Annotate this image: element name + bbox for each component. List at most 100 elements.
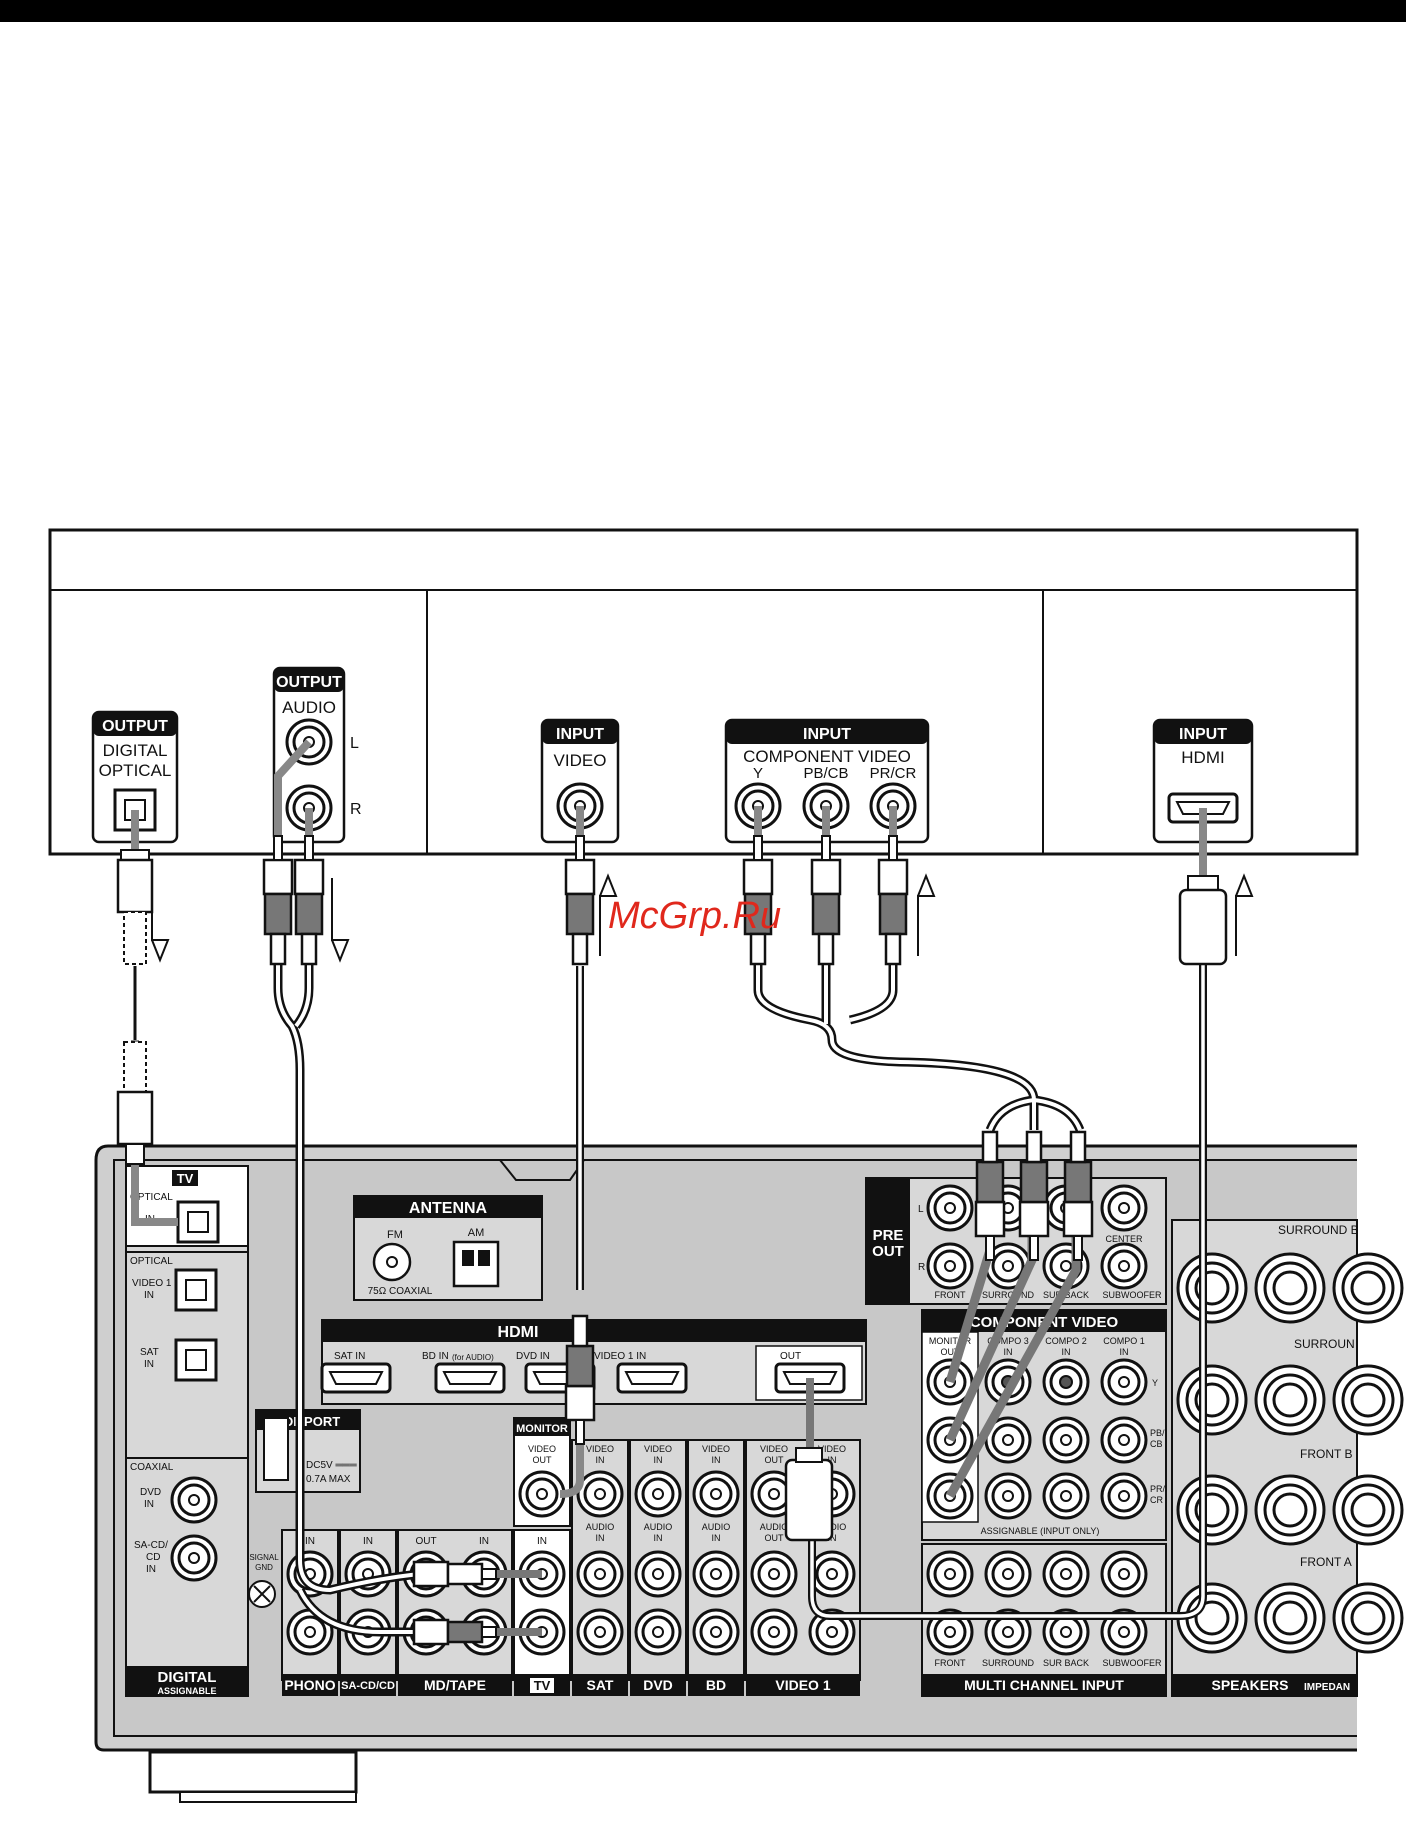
receiver-hdmi-sat-port-icon (320, 1362, 392, 1394)
svg-text:COMPO 1: COMPO 1 (1103, 1336, 1145, 1346)
receiver-mdtape-label: MD/TAPE (424, 1677, 486, 1693)
svg-text:Y: Y (1152, 1378, 1158, 1388)
receiver-tv-optical-label: OPTICAL (130, 1192, 173, 1203)
receiver-bd-label: BD (706, 1677, 726, 1693)
svg-text:SAT: SAT (140, 1347, 159, 1358)
svg-text:AUDIO: AUDIO (702, 1522, 731, 1532)
svg-text:IN: IN (1062, 1347, 1071, 1357)
svg-text:GND: GND (255, 1563, 273, 1572)
svg-text:IN: IN (596, 1455, 605, 1465)
tv-audio-output: OUTPUT AUDIO L R (272, 666, 362, 844)
speakers-surround-b-label: SURROUND B (1278, 1223, 1359, 1237)
receiver-sat-optical-port-icon (174, 1338, 218, 1382)
receiver-dmport-label: DMPORT (284, 1414, 340, 1429)
receiver-hdmi-bd-port-icon (434, 1362, 506, 1394)
svg-text:VIDEO: VIDEO (528, 1444, 556, 1454)
receiver-dvd-coax-jack-icon (170, 1476, 218, 1524)
hdmi-input-label: HDMI (1181, 748, 1224, 767)
video-input: INPUT VIDEO (540, 718, 620, 844)
component-pr-label: PR/CR (870, 765, 917, 782)
receiver-tv-optical-port-icon (176, 1200, 220, 1244)
svg-text:IN: IN (654, 1533, 663, 1543)
receiver-monitor-label: MONITOR (516, 1423, 568, 1435)
hdmi-plug-bottom-icon (784, 1447, 834, 1542)
component-input-label: COMPONENT VIDEO (743, 747, 911, 766)
svg-text:R: R (918, 1262, 925, 1273)
receiver-dc-label: DC5V ═══ (306, 1460, 358, 1471)
svg-text:L: L (918, 1204, 924, 1215)
svg-text:OUT: OUT (941, 1347, 961, 1357)
svg-text:SUR BACK: SUR BACK (1043, 1658, 1089, 1668)
receiver-sacd-coax-jack-icon (170, 1534, 218, 1582)
receiver-tv-box-label: TV (177, 1171, 194, 1186)
svg-text:IN: IN (712, 1533, 721, 1543)
svg-text:OUT: OUT (415, 1536, 436, 1547)
receiver-dvd-label: DVD (643, 1677, 673, 1693)
svg-text:VIDEO: VIDEO (760, 1444, 788, 1454)
comp1-pr-jack-icon (1100, 1472, 1148, 1520)
arrow-up-video-icon (599, 873, 618, 956)
receiver-optical-label: OPTICAL (130, 1256, 173, 1267)
receiver-hdmi-video1-port-icon (616, 1362, 688, 1394)
svg-text:IN: IN (712, 1455, 721, 1465)
svg-text:IN: IN (828, 1455, 837, 1465)
component-video-input: INPUT COMPONENT VIDEO Y PB/CB PR/CR (724, 718, 930, 844)
svg-text:PRE: PRE (873, 1227, 904, 1244)
svg-text:IN: IN (537, 1536, 547, 1547)
svg-text:IN: IN (1120, 1347, 1129, 1357)
svg-text:IN: IN (144, 1290, 154, 1301)
svg-text:DIGITAL: DIGITAL (103, 741, 168, 760)
svg-text:VIDEO: VIDEO (586, 1444, 614, 1454)
receiver-max-label: 0.7A MAX (306, 1474, 351, 1485)
svg-text:OUT: OUT (765, 1455, 785, 1465)
svg-text:IN: IN (305, 1536, 315, 1547)
receiver-antenna-label: ANTENNA (409, 1200, 488, 1217)
receiver-am-label: AM (468, 1227, 485, 1239)
watermark: McGrp.Ru (608, 895, 781, 937)
receiver-fm-label: FM (387, 1229, 403, 1241)
receiver-hdmi-forAudio-label: (for AUDIO) (452, 1353, 494, 1362)
receiver-video1-optical-port-icon (174, 1268, 218, 1312)
receiver-coaxial-label: COAXIAL (130, 1462, 174, 1473)
preout-center-jack-icon (1100, 1184, 1148, 1232)
svg-text:OUT: OUT (872, 1243, 904, 1260)
receiver-impedance-label: IMPEDAN (1304, 1682, 1350, 1693)
svg-text:CB: CB (1150, 1439, 1163, 1449)
svg-text:SUBWOOFER: SUBWOOFER (1102, 1658, 1162, 1668)
receiver-hdmi-out-label: OUT (780, 1351, 801, 1362)
svg-text:CR: CR (1150, 1495, 1163, 1505)
svg-text:COMPO 2: COMPO 2 (1045, 1336, 1087, 1346)
svg-text:IN: IN (1004, 1347, 1013, 1357)
speakers-front-a-label: FRONT A (1300, 1555, 1352, 1569)
preout-center-label: CENTER (1105, 1234, 1143, 1244)
preout-subwoofer-jack-icon (1100, 1242, 1148, 1290)
video-input-header: INPUT (556, 726, 604, 743)
svg-text:IN: IN (596, 1533, 605, 1543)
svg-text:VIDEO: VIDEO (702, 1444, 730, 1454)
svg-text:IN: IN (144, 1499, 154, 1510)
tv-optical-output-header: OUTPUT (102, 718, 168, 735)
svg-text:VIDEO: VIDEO (818, 1444, 846, 1454)
component-y-label: Y (753, 765, 763, 782)
svg-text:VIDEO: VIDEO (644, 1444, 672, 1454)
top-bar (0, 0, 1406, 22)
preout-subwoofer-label: SUBWOOFER (1102, 1290, 1162, 1300)
svg-text:AUDIO: AUDIO (760, 1522, 789, 1532)
svg-text:AUDIO: AUDIO (586, 1522, 615, 1532)
svg-text:IN: IN (144, 1359, 154, 1370)
svg-text:SA-CD/: SA-CD/ (134, 1540, 168, 1551)
svg-text:IN: IN (479, 1536, 489, 1547)
receiver-hdmi-bd-label: BD IN (422, 1351, 449, 1362)
svg-text:IN: IN (654, 1455, 663, 1465)
svg-text:VIDEO 1: VIDEO 1 (132, 1278, 172, 1289)
svg-text:OUT: OUT (533, 1455, 553, 1465)
receiver-hdmi-label: HDMI (498, 1324, 539, 1341)
speakers-front-b-label: FRONT B (1300, 1447, 1352, 1461)
receiver-hdmi-dvd-label: DVD IN (516, 1351, 550, 1362)
svg-text:COMPO 3: COMPO 3 (987, 1336, 1029, 1346)
audio-receiver-l-plug-icon (412, 1560, 497, 1588)
tv-audio-output-header: OUTPUT (276, 674, 342, 691)
comp2-pb-jack-icon (1042, 1416, 1090, 1464)
svg-text:DVD: DVD (140, 1487, 161, 1498)
